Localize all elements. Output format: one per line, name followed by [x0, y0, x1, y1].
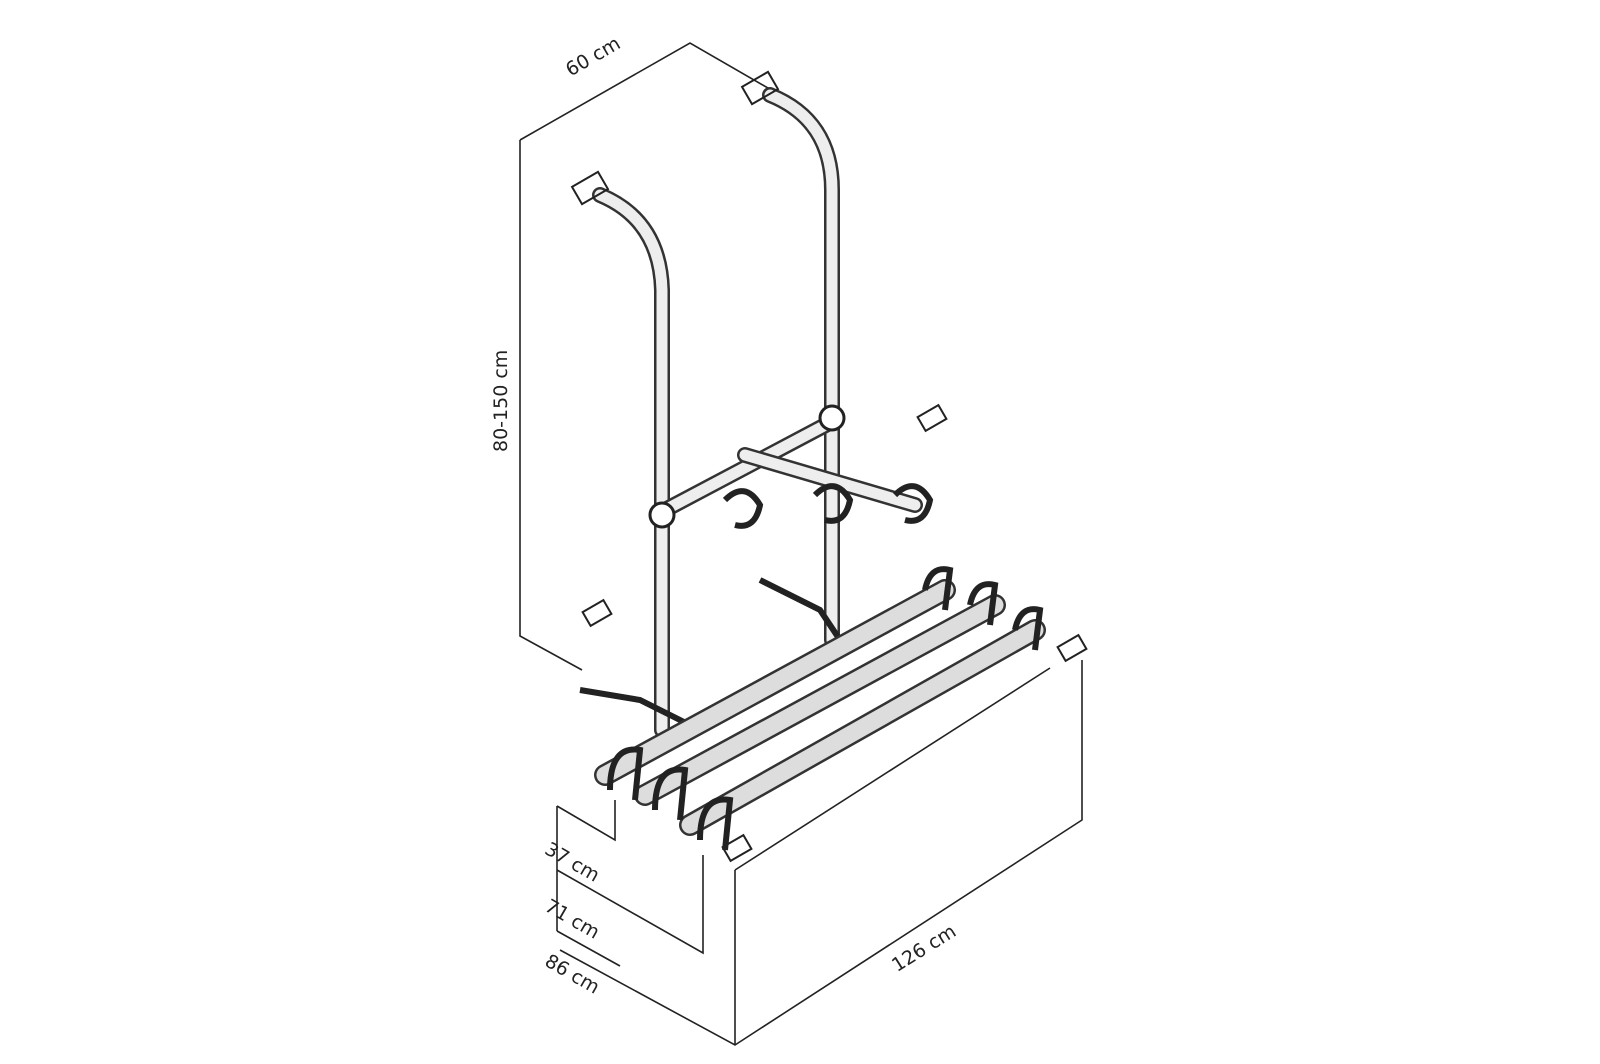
mounting-brackets — [570, 70, 1088, 863]
vehicle-outline — [519, 42, 1083, 1046]
dimension-height-range: 80-150 cm — [490, 349, 512, 452]
rack-rails — [594, 566, 1046, 851]
rack-frame — [579, 87, 934, 738]
